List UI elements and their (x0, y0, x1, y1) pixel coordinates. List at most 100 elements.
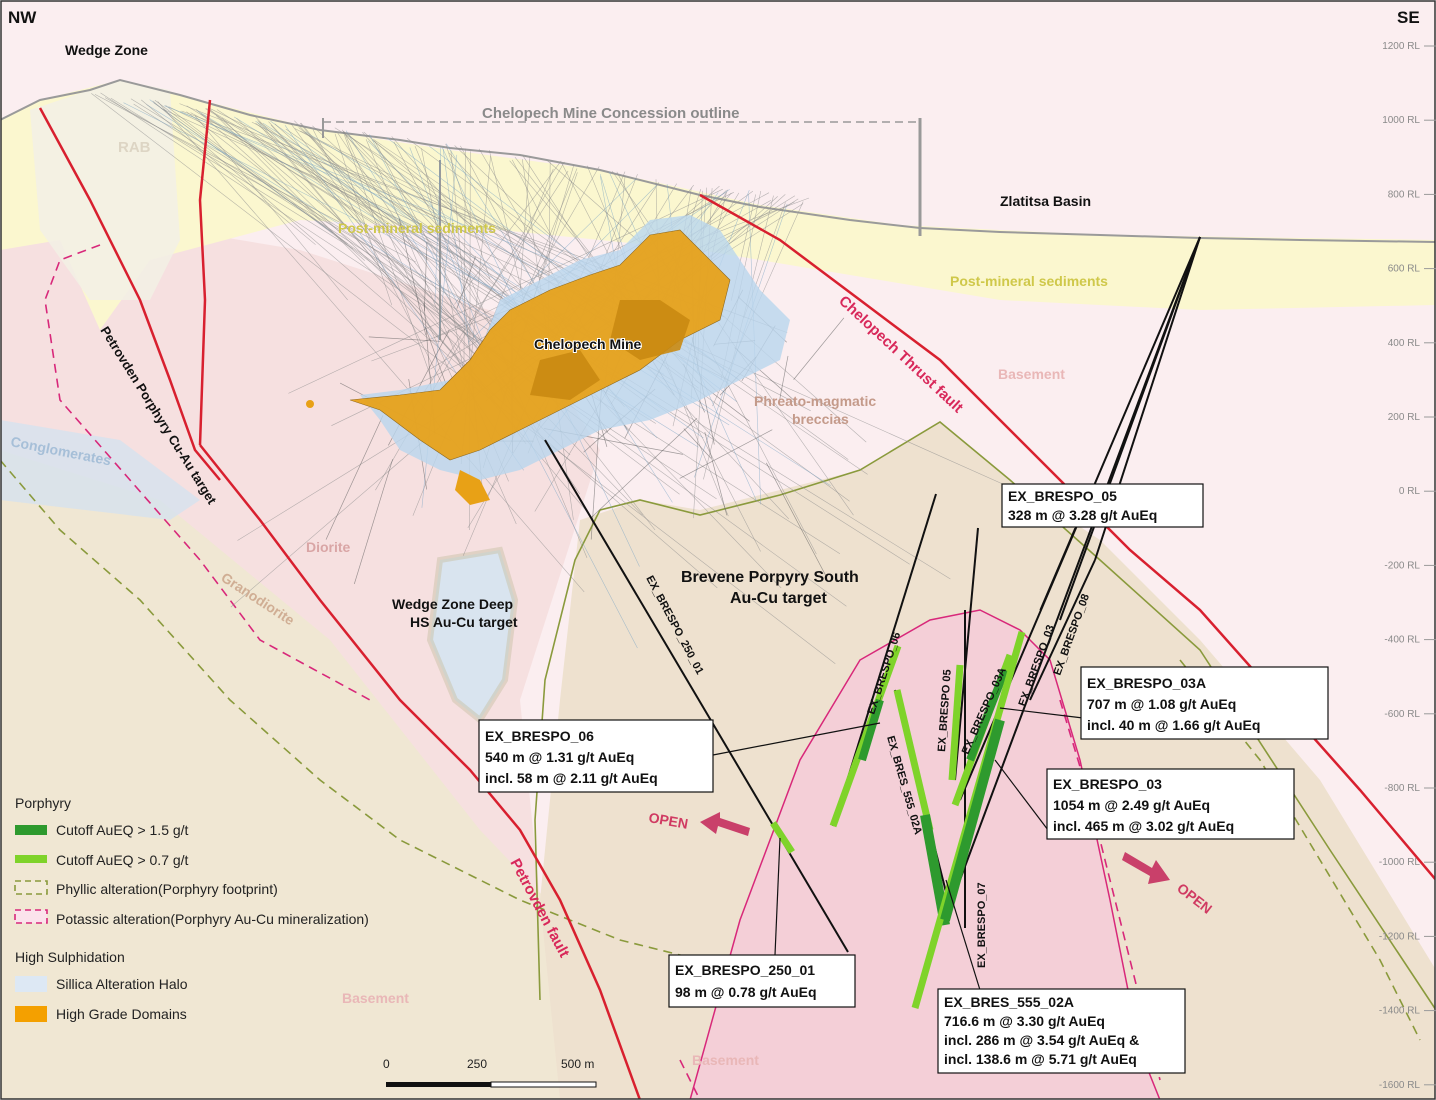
callout-555: EX_BRES_555_02A 716.6 m @ 3.30 g/t AuEq … (937, 988, 1186, 1074)
rl-tick-label: -1600 RL (1379, 1080, 1421, 1091)
brevene-label-2: Au-Cu target (730, 590, 828, 607)
legend-cut15: Cutoff AuEQ > 1.5 g/t (56, 822, 189, 838)
legend-swatch-silica (15, 976, 47, 992)
leader-03a (999, 707, 1084, 719)
rl-tick-label: -1200 RL (1379, 931, 1421, 942)
drill-trace (679, 429, 773, 479)
rl-tick-label: -400 RL (1384, 635, 1420, 646)
legend-porphyry: Porphyry (15, 795, 71, 811)
leader-03 (994, 759, 1049, 831)
open-arrow-right (1122, 852, 1170, 884)
callout-03: EX_BRESPO_03 1054 m @ 2.49 g/t AuEq incl… (1046, 768, 1295, 840)
legend-cut07: Cutoff AuEQ > 0.7 g/t (56, 852, 189, 868)
hole-label-05: EX_BRESPO 05 (936, 669, 954, 752)
drill-trace (141, 99, 316, 245)
rl-tick-label: 600 RL (1388, 264, 1421, 275)
open-arrow-left (700, 812, 750, 836)
potassic-dashed-left (44, 244, 371, 701)
drill-trace (423, 241, 428, 311)
zlatitsa-label: Zlatitsa Basin (1000, 193, 1091, 209)
rl-tick-label: 400 RL (1388, 338, 1421, 349)
drill-trace (325, 415, 384, 540)
wedge-deep-label-2: HS Au-Cu target (410, 614, 518, 630)
svg-text:EX_BRESPO_03A: EX_BRESPO_03A (1087, 675, 1206, 691)
svg-text:EX_BRESPO_250_01: EX_BRESPO_250_01 (675, 962, 815, 978)
scale-tick-500: 500 m (561, 1057, 594, 1071)
rl-tick-label: 0 RL (1399, 486, 1421, 497)
svg-text:716.6 m @ 3.30 g/t AuEq: 716.6 m @ 3.30 g/t AuEq (944, 1013, 1105, 1029)
drill-trace (157, 101, 585, 593)
basement-label-1: Basement (998, 366, 1065, 382)
diorite-label: Diorite (306, 539, 351, 555)
drill-trace (133, 103, 841, 554)
drill-trace (519, 157, 531, 291)
petrovden-fault-line (199, 444, 641, 1099)
chelopech-mine-orebody (306, 215, 790, 505)
phyllic-dashed-left (1, 459, 701, 961)
rl-tick-label: 1200 RL (1382, 41, 1420, 52)
drill-trace (312, 125, 533, 328)
svg-text:incl. 40 m @ 1.66 g/t AuEq: incl. 40 m @ 1.66 g/t AuEq (1087, 717, 1260, 733)
drill-trace (334, 127, 524, 246)
scale-bar: 0 250 500 m (383, 1057, 597, 1088)
granodiorite-zone (1, 450, 700, 1099)
drill-trace (704, 432, 728, 516)
drill-hole-05 (954, 527, 979, 781)
legend-potassic: Potassic alteration(Porphyry Au-Cu miner… (56, 911, 369, 927)
drill-trace (590, 418, 698, 519)
drill-trace (424, 326, 447, 387)
drill-trace (683, 428, 712, 459)
rl-tick-label: -1000 RL (1379, 857, 1421, 868)
intercept-06-dark (858, 698, 884, 762)
svg-text:707 m @ 1.08 g/t AuEq: 707 m @ 1.08 g/t AuEq (1087, 696, 1236, 712)
nw-label: NW (8, 8, 37, 27)
drill-trace (454, 160, 562, 305)
wedge-zone-label: Wedge Zone (65, 42, 148, 58)
rab-zone (30, 80, 180, 300)
conglomerates-zone (1, 420, 200, 520)
scale-tick-0: 0 (383, 1057, 390, 1071)
intercept-05-light (948, 664, 964, 781)
svg-text:incl. 58 m @ 2.11 g/t AuEq: incl. 58 m @ 2.11 g/t AuEq (485, 770, 658, 786)
drill-trace (152, 100, 718, 589)
drill-trace (520, 166, 600, 303)
rl-tick-label: 800 RL (1388, 189, 1421, 200)
potassic-outline (689, 609, 1161, 1099)
svg-text:EX_BRES_555_02A: EX_BRES_555_02A (944, 994, 1074, 1010)
drill-trace (312, 129, 444, 387)
intercept-250-light (770, 821, 795, 854)
svg-text:EX_BRESPO_05: EX_BRESPO_05 (1008, 488, 1117, 504)
rl-tick-label: -800 RL (1384, 783, 1420, 794)
legend: Porphyry Cutoff AuEQ > 1.5 g/t Cutoff Au… (14, 795, 369, 1022)
drill-trace (274, 123, 428, 261)
svg-text:98 m @ 0.78 g/t AuEq: 98 m @ 0.78 g/t AuEq (675, 984, 817, 1000)
wedge-zone-deep-halo (426, 546, 519, 725)
intercept-555-light (893, 689, 934, 831)
legend-swatch-potassic (14, 909, 48, 924)
drill-trace (195, 108, 365, 261)
basement-label-3: Basement (692, 1052, 759, 1068)
intercept-03a-dark (966, 668, 1009, 762)
hole-label-07: EX_BRESPO_07 (976, 882, 988, 968)
leader-05 (1039, 527, 1076, 611)
leader-250 (774, 837, 781, 956)
rl-tick-label: 1000 RL (1382, 115, 1420, 126)
concession-label: Chelopech Mine Concession outline (482, 105, 740, 122)
drill-trace (511, 159, 553, 238)
svg-text:incl. 465 m @ 3.02 g/t AuEq: incl. 465 m @ 3.02 g/t AuEq (1053, 818, 1234, 834)
drill-hole-08 (1059, 236, 1201, 621)
post-mineral-label-2: Post-mineral sediments (950, 273, 1108, 289)
drill-trace (110, 97, 354, 250)
leader-555 (945, 879, 981, 991)
drill-trace (165, 105, 348, 244)
rl-tick-label: -1400 RL (1379, 1006, 1421, 1017)
se-label: SE (1397, 8, 1420, 27)
scale-tick-250: 250 (467, 1057, 487, 1071)
drill-hole-250-01 (544, 439, 849, 953)
drill-trace (398, 218, 427, 335)
svg-text:328 m @ 3.28 g/t AuEq: 328 m @ 3.28 g/t AuEq (1008, 507, 1157, 523)
drill-trace (334, 133, 393, 306)
leader-06 (712, 722, 881, 756)
drill-trace (190, 112, 479, 268)
